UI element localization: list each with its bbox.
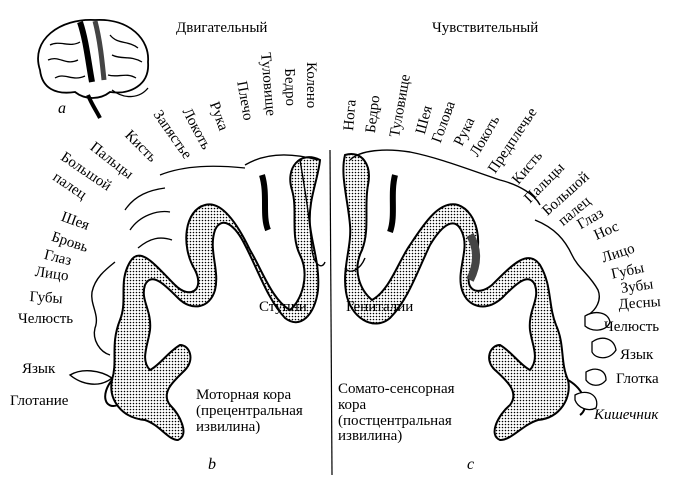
panel-label-b: b [208, 456, 216, 473]
motor-caption: Моторная кора (прецентральная извилина) [196, 387, 303, 435]
motor-label-tongue: Язык [22, 361, 56, 377]
motor-caption-line-3: извилина) [196, 418, 261, 435]
sensory-label-leg: Нога [341, 98, 360, 132]
sensory-caption-line-1: Сомато-сенсорная [338, 381, 455, 397]
sensory-label-gums: Десны [617, 294, 662, 313]
sensory-label-jaw: Челюсть [604, 319, 660, 335]
motor-label-knee: Колено [303, 62, 319, 109]
sensory-caption-line-2: кора [338, 396, 367, 413]
sensory-cortex-section [342, 149, 617, 442]
motor-label-hip: Бедро [281, 67, 299, 107]
motor-label-lips: Губы [28, 289, 64, 308]
sensory-caption: Сомато-сенсорная кора (постцентральная и… [338, 381, 455, 445]
panel-label-c: c [467, 456, 475, 473]
motor-label-jaw: Челюсть [18, 311, 74, 327]
motor-label-feet: Ступни [259, 299, 307, 315]
sensory-label-throat: Глотка [616, 371, 659, 387]
sensory-caption-line-4: извилина) [338, 428, 403, 445]
motor-title: Двигательный [176, 20, 268, 36]
sensory-label-genitals: Гениталии [346, 299, 414, 315]
motor-caption-line-2: (прецентральная [196, 402, 303, 419]
motor-caption-line-1: Моторная кора [196, 387, 292, 403]
sensory-label-tongue: Язык [620, 347, 654, 363]
sensory-caption-line-3: (постцентральная [338, 412, 452, 429]
motor-label-swallow: Глотание [10, 393, 69, 409]
sensory-title: Чувствительный [432, 20, 539, 36]
sensory-label-gut: Кишечник [594, 407, 659, 423]
panel-label-a: a [58, 100, 66, 117]
brain-thumbnail [37, 19, 149, 119]
center-divider [329, 149, 333, 476]
motor-cortex-section [68, 154, 326, 442]
